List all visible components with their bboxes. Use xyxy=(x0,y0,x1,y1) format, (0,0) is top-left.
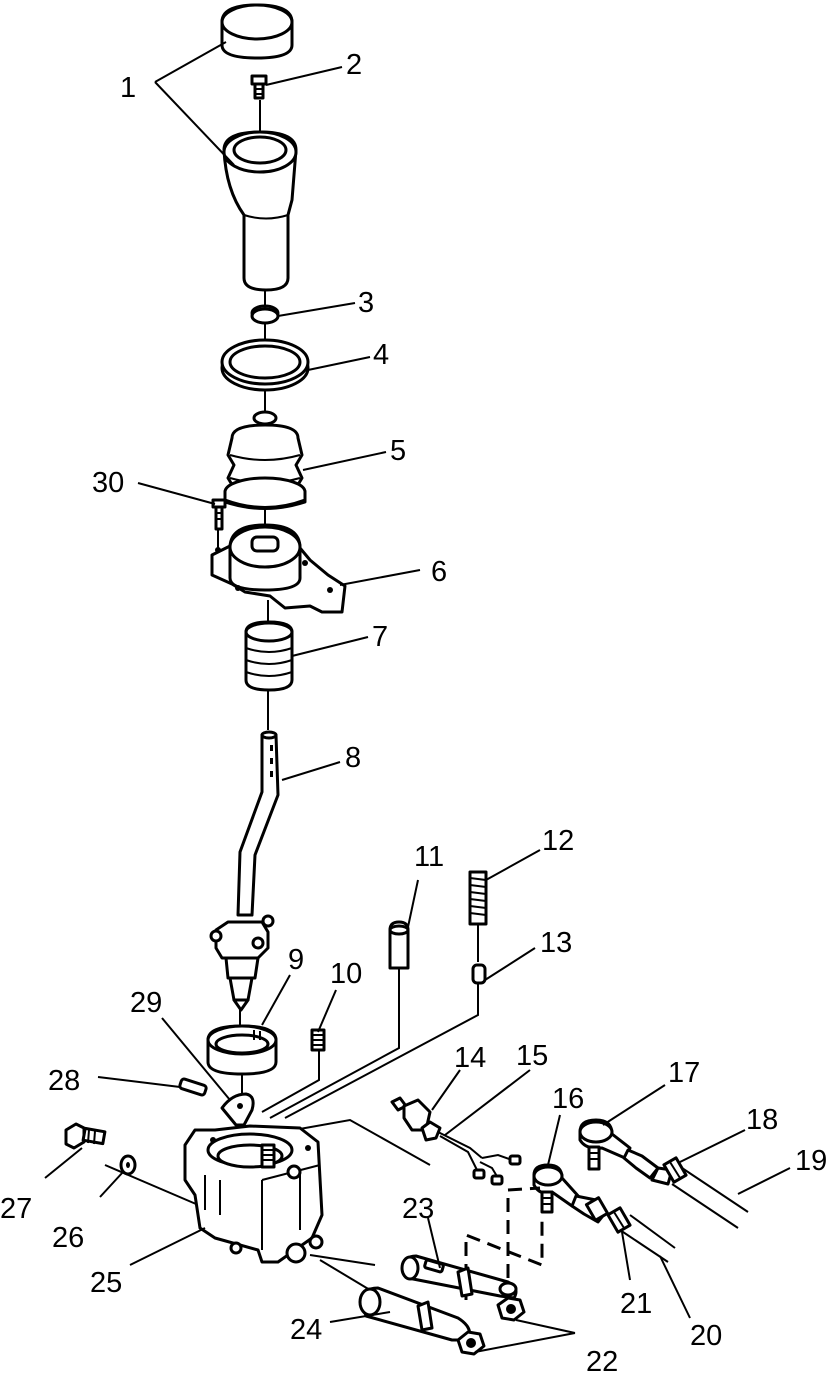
part-9-socket-cup xyxy=(206,1024,278,1076)
callout-19: 19 xyxy=(795,1145,827,1177)
part-11-pin xyxy=(388,920,410,970)
callout-labels: 1 2 3 4 5 6 7 8 9 10 11 12 13 14 15 16 1… xyxy=(0,49,827,1377)
part-24-rod xyxy=(358,1286,472,1342)
callout-5: 5 xyxy=(390,435,406,467)
part-8-shift-lever xyxy=(209,730,280,1012)
callout-7: 7 xyxy=(372,621,388,653)
part-10-small-spring xyxy=(310,1028,326,1052)
callout-10: 10 xyxy=(330,958,362,990)
callout-23: 23 xyxy=(402,1193,434,1225)
part-5-boot xyxy=(223,410,307,510)
callout-26: 26 xyxy=(52,1222,84,1254)
callout-25: 25 xyxy=(90,1267,122,1299)
callout-11: 11 xyxy=(414,841,444,873)
leader-lines xyxy=(44,41,791,1353)
callout-1: 1 xyxy=(120,72,136,104)
part-7-bushing xyxy=(244,620,294,692)
callout-21: 21 xyxy=(620,1288,652,1320)
part-15-wire-harness xyxy=(420,1120,522,1186)
part-13-plunger xyxy=(471,963,487,985)
part-27-bolt xyxy=(64,1122,107,1150)
callout-28: 28 xyxy=(48,1065,80,1097)
callout-14: 14 xyxy=(454,1042,486,1074)
part-17-ball-joint xyxy=(578,1118,632,1171)
part-29-clip xyxy=(220,1092,255,1127)
part-16-ball-joint xyxy=(532,1163,582,1214)
part-1-shift-knob xyxy=(220,3,298,292)
callout-13: 13 xyxy=(540,927,572,959)
part-18-cable-nut xyxy=(662,1156,688,1184)
part-2-screw xyxy=(250,74,268,100)
part-25-main-housing xyxy=(183,1124,324,1264)
callout-15: 15 xyxy=(516,1040,548,1072)
part-26-washer xyxy=(119,1154,137,1176)
callout-2: 2 xyxy=(346,49,362,81)
part-3-small-ring xyxy=(250,304,280,325)
callout-29: 29 xyxy=(130,987,162,1019)
part-21-cable-nut xyxy=(606,1206,632,1234)
callout-3: 3 xyxy=(358,287,374,319)
part-22-nuts xyxy=(456,1296,526,1356)
callout-22: 22 xyxy=(586,1346,618,1377)
callout-17: 17 xyxy=(668,1057,700,1089)
callout-9: 9 xyxy=(288,944,304,976)
callout-20: 20 xyxy=(690,1320,722,1352)
callout-24: 24 xyxy=(290,1314,322,1346)
part-23-rod xyxy=(400,1254,518,1300)
part-4-large-ring xyxy=(220,338,310,392)
part-19-shift-cable xyxy=(622,1148,749,1229)
callout-16: 16 xyxy=(552,1083,584,1115)
part-6-housing-plate xyxy=(210,523,347,614)
callout-4: 4 xyxy=(373,339,389,371)
part-12-spring xyxy=(468,870,488,962)
callout-27: 27 xyxy=(0,1193,32,1225)
callout-12: 12 xyxy=(542,825,574,857)
callout-30: 30 xyxy=(92,467,124,499)
callout-8: 8 xyxy=(345,742,361,774)
callout-18: 18 xyxy=(746,1104,778,1136)
part-28-pin xyxy=(178,1077,208,1097)
callout-6: 6 xyxy=(431,556,447,588)
part-14-switch xyxy=(390,1096,432,1132)
